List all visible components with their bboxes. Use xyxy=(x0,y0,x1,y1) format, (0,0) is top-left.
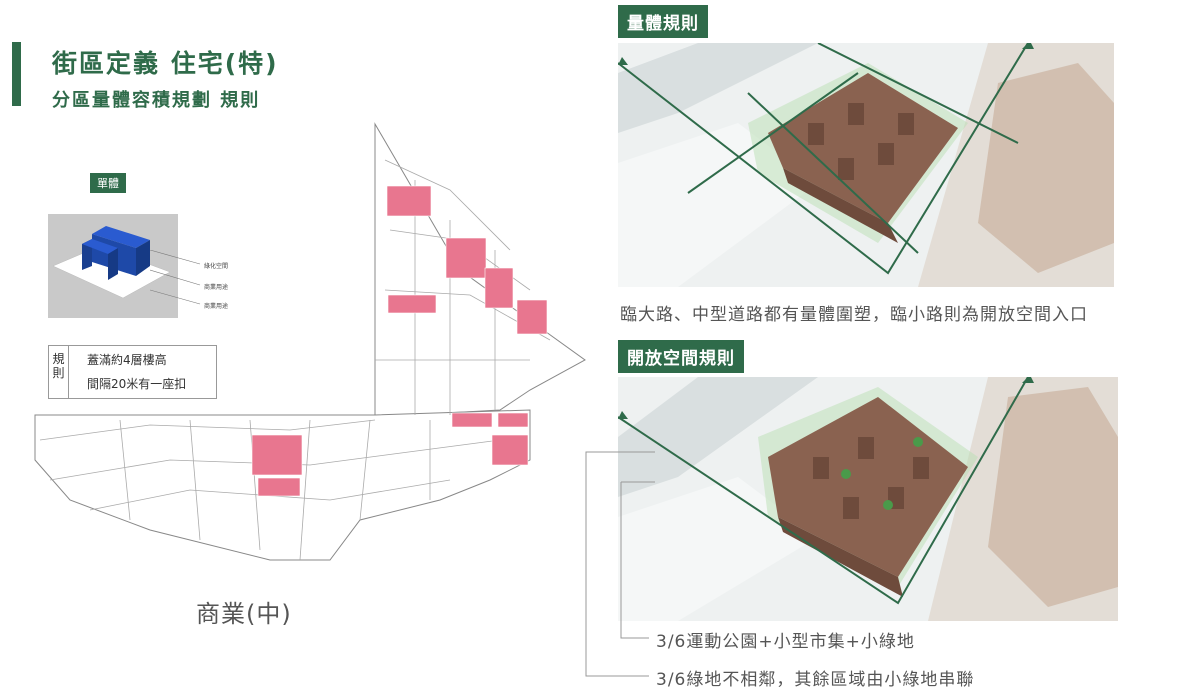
open-space-caption-2: 3/6綠地不相鄰，其餘區域由小綠地串聯 xyxy=(656,670,975,690)
rules-box: 規則 蓋滿約4層樓高 間隔20米有一座扣 xyxy=(48,345,217,399)
volume-rule-tag: 量體規則 xyxy=(618,5,708,38)
rule-item-2: 間隔20米有一座扣 xyxy=(87,377,187,391)
title-accent-bar xyxy=(12,42,21,106)
open-space-rule-render xyxy=(618,377,1118,621)
volume-rule-caption: 臨大路、中型道路都有量體圍塑，臨小路則為開放空間入口 xyxy=(620,305,1088,325)
rules-label: 規則 xyxy=(49,346,69,398)
zone-caption: 商業(中) xyxy=(196,600,292,628)
unit-legend-1: 綠化空間 xyxy=(204,263,229,270)
open-space-caption-1: 3/6運動公園+小型市集+小綠地 xyxy=(656,632,915,652)
unit-tag: 單體 xyxy=(90,173,126,193)
volume-rule-render xyxy=(618,43,1114,287)
rule-item-1: 蓋滿約4層樓高 xyxy=(87,353,167,367)
unit-legend-3: 商業用途 xyxy=(204,303,229,310)
site-plan xyxy=(34,122,586,561)
unit-volume-svg xyxy=(52,226,171,299)
page-subtitle: 分區量體容積規劃 規則 xyxy=(52,90,261,111)
unit-volume-diagram xyxy=(48,214,178,318)
unit-leader-lines xyxy=(150,250,201,305)
page-title: 街區定義 住宅(特) xyxy=(52,49,279,78)
unit-legend-2: 商業用途 xyxy=(204,284,229,291)
open-space-rule-tag: 開放空間規則 xyxy=(618,340,744,373)
open-space-leader-lines xyxy=(585,451,655,677)
